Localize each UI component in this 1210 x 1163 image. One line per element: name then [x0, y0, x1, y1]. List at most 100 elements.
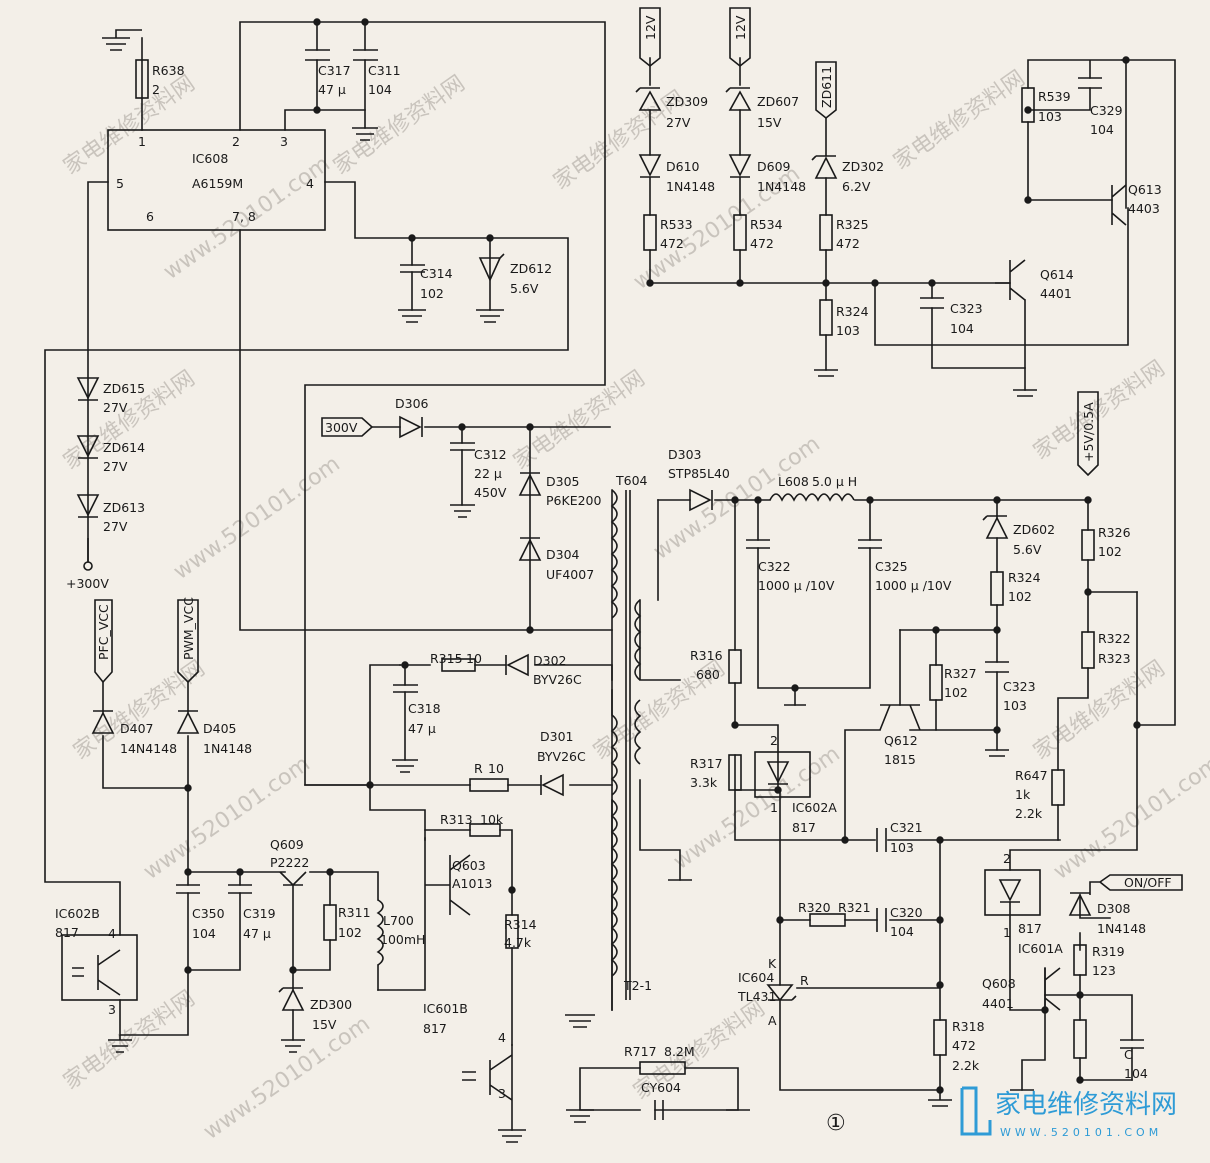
junction-dot [486, 234, 494, 242]
d609-ref: D609 [757, 159, 791, 174]
r539-value: 103 [1038, 109, 1062, 124]
junction-dot [774, 786, 782, 794]
r324-value: 103 [836, 323, 860, 338]
flag-onoff-label: ON/OFF [1124, 875, 1172, 890]
flag-pwm [177, 599, 199, 684]
ic601b-pin: 3 [498, 1086, 506, 1101]
r647-value: R321 [838, 900, 871, 915]
terminal-300v [83, 561, 93, 571]
flag-300v-label: 300V [325, 420, 358, 435]
ic608-pin: 4 [306, 176, 314, 191]
ground-icon [281, 1039, 305, 1053]
ground-icon [450, 504, 475, 518]
zd300-ref: ZD300 [310, 997, 352, 1012]
r325b-body [990, 571, 1004, 606]
cy604-ref: CY604 [641, 1080, 681, 1095]
r325-ref: R325 [836, 217, 869, 232]
junction-dot [736, 279, 744, 287]
junction-dot [791, 684, 799, 692]
c314-ref: C314 [420, 266, 453, 281]
c329-plates [1078, 77, 1102, 89]
q609-symbol [279, 871, 307, 887]
ground-icon [566, 1109, 594, 1123]
junction-dot [458, 423, 466, 431]
zd615-symbol [76, 377, 100, 401]
c350-value: 104 [192, 926, 216, 941]
logo-icon [960, 1086, 992, 1136]
ic604-pin: K [768, 956, 777, 971]
d405-value: 1N4148 [203, 741, 252, 756]
ic602b-body [61, 934, 138, 1001]
ic601b-phototransistor [489, 1054, 513, 1101]
c318-plates [393, 684, 418, 693]
flag-pfc [94, 599, 113, 684]
logo-url: WWW.520101.COM [1000, 1126, 1162, 1139]
zd613-ref: ZD613 [103, 500, 145, 515]
t604-aux2 [610, 799, 618, 977]
ic602b-light-arrows [72, 967, 84, 977]
r315-value: 10 [466, 651, 482, 666]
junction-dot [526, 423, 534, 431]
c319-ref: C319 [243, 906, 276, 921]
r318-value: 123 [1092, 963, 1116, 978]
r314-ref: R314 [504, 917, 537, 932]
l700-ref: L700 [383, 913, 414, 928]
r327-body [1081, 529, 1095, 561]
r320-ref: R318 [952, 1019, 985, 1034]
junction-dot [401, 661, 409, 669]
pfc-vcc-label: PFC_VCC [96, 604, 111, 660]
c323-plates [920, 297, 944, 309]
junction-dot [871, 279, 879, 287]
d610-ref: D610 [666, 159, 700, 174]
q614-part: 4401 [1040, 286, 1072, 301]
zd615-ref: ZD615 [103, 381, 145, 396]
r323-ref: 1k [1015, 787, 1031, 802]
junction-dot [731, 721, 739, 729]
c323b-ref: C323 [1003, 679, 1036, 694]
wire-layer [44, 21, 1176, 1131]
d303-value: STP85L40 [668, 466, 730, 481]
c319-plates [228, 884, 252, 894]
c322-plates [746, 539, 770, 549]
junction-dot [936, 916, 944, 924]
t604-primary [610, 489, 618, 619]
c329-ref: C329 [1090, 103, 1123, 118]
r324b-value: 102 [944, 685, 968, 700]
d301-value: BYV26C [537, 749, 586, 764]
ic602a-pin: 1 [770, 800, 778, 815]
c312-rating: 450V [474, 485, 507, 500]
d308-ref: D308 [1097, 901, 1131, 916]
ic604-symbol [766, 984, 797, 1002]
ground-icon [814, 369, 838, 377]
c311-plates [353, 49, 378, 61]
r317-value: 3.3k [690, 775, 718, 790]
r647-ref: R320 [798, 900, 831, 915]
d405-symbol [176, 710, 200, 734]
r327-value: 102 [1098, 544, 1122, 559]
ground-icon [352, 127, 378, 141]
junction-dot [1133, 721, 1141, 729]
r317-ref: R317 [690, 756, 723, 771]
ic602b-ref: IC602B [55, 906, 100, 921]
l608-value: 5.0 μ H [812, 474, 857, 489]
r319-body [1073, 1019, 1087, 1059]
q612-symbol [879, 704, 921, 731]
c350-plates [176, 884, 200, 894]
q608-part: 4401 [982, 996, 1014, 1011]
c-value: 104 [1124, 1066, 1148, 1081]
r325b-ref: R324 [1008, 570, 1041, 585]
q608-symbol [1044, 967, 1061, 1011]
c311-value: 104 [368, 82, 392, 97]
c325-value: 1000 μ /10V [875, 578, 952, 593]
junction-dot [993, 626, 1001, 634]
zd612-value: 5.6V [510, 281, 539, 296]
zd302-value: 6.2V [842, 179, 871, 194]
zd615-value: 27V [103, 400, 128, 415]
ground-icon [102, 29, 142, 51]
c311-ref: C311 [368, 63, 401, 78]
zd309-value: 27V [666, 115, 691, 130]
ground-icon [928, 1090, 952, 1107]
d609-symbol [728, 154, 752, 178]
c325-ref: C325 [875, 559, 908, 574]
c-ref: C [1124, 1047, 1133, 1062]
